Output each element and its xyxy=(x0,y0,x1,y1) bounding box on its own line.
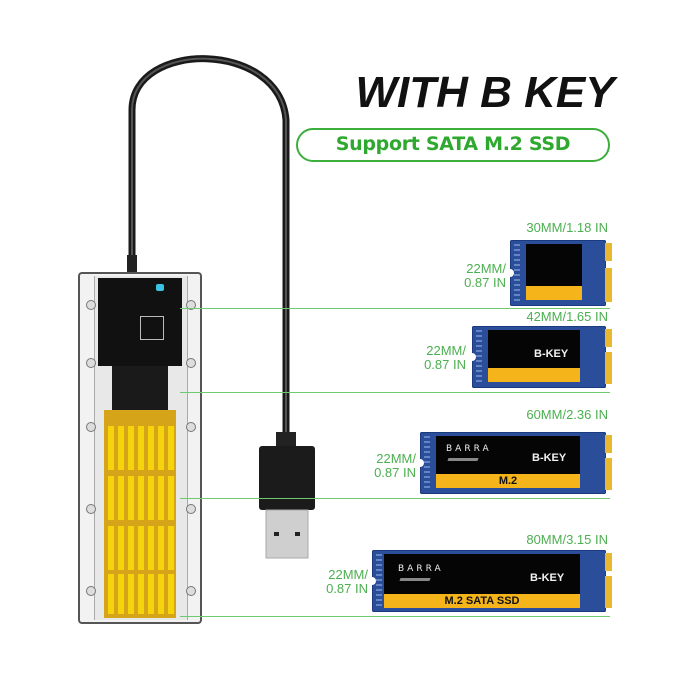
key-label: B-KEY xyxy=(532,452,567,464)
ssd-width-label: 22MM/ 0.87 IN xyxy=(374,451,416,480)
screw-icon xyxy=(186,504,196,514)
ssd-card-30mm xyxy=(506,240,612,306)
brand-logo: BARRA xyxy=(398,564,444,574)
band-label: M.2 SATA SSD xyxy=(384,594,580,608)
m2-slot xyxy=(112,366,168,410)
key-label: B-KEY xyxy=(534,348,569,360)
screw-icon xyxy=(86,504,96,514)
guide-line-80mm xyxy=(180,616,610,617)
brand-logo: BARRA xyxy=(446,444,492,454)
led-indicator xyxy=(156,284,164,291)
screw-icon xyxy=(186,358,196,368)
screw-icon xyxy=(186,586,196,596)
ssd-width-label: 22MM/ 0.87 IN xyxy=(326,567,368,596)
ssd-card-42mm: B-KEY xyxy=(468,326,612,388)
screw-icon xyxy=(86,300,96,310)
band-label: M.2 xyxy=(436,474,580,488)
controller-chip xyxy=(140,316,164,340)
ssd-card-80mm: BARRA B-KEY M.2 SATA SSD xyxy=(368,550,612,612)
subtitle-badge xyxy=(296,128,610,162)
ssd-length-label: 30MM/1.18 IN xyxy=(526,220,608,235)
heatsink-pad xyxy=(104,410,176,618)
ssd-length-label: 42MM/1.65 IN xyxy=(526,309,608,324)
screw-icon xyxy=(86,358,96,368)
page-title: WITH B KEY xyxy=(355,68,615,117)
ssd-width-label: 22MM/ 0.87 IN xyxy=(464,261,506,290)
guide-line-30mm xyxy=(180,308,610,309)
ssd-width-label: 22MM/ 0.87 IN xyxy=(424,343,466,372)
guide-line-60mm xyxy=(180,498,610,499)
ssd-length-label: 80MM/3.15 IN xyxy=(526,532,608,547)
screw-icon xyxy=(86,422,96,432)
key-label: B-KEY xyxy=(530,572,565,584)
screw-icon xyxy=(186,300,196,310)
screw-icon xyxy=(186,422,196,432)
guide-line-42mm xyxy=(180,392,610,393)
subtitle-text: Support SATA M.2 SSD xyxy=(335,133,571,155)
screw-icon xyxy=(86,586,96,596)
ssd-card-60mm: BARRA B-KEY M.2 xyxy=(416,432,612,494)
ssd-length-label: 60MM/2.36 IN xyxy=(526,407,608,422)
